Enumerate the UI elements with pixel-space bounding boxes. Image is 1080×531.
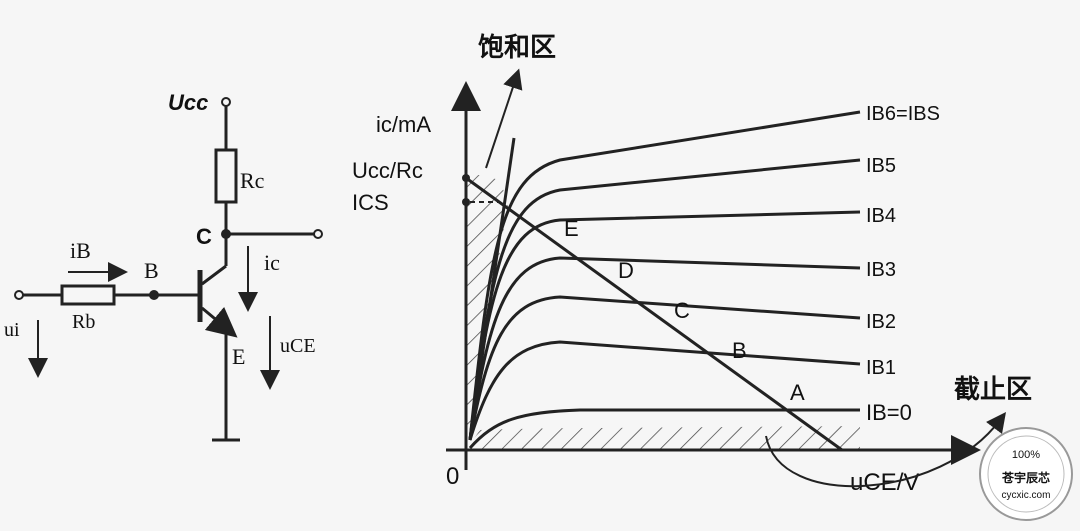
load-line	[465, 176, 843, 452]
watermark-site: cycxic.com	[1002, 490, 1051, 501]
curve-ib1	[468, 340, 861, 441]
y-mark-ics: ICS	[352, 190, 389, 215]
point-c: C	[674, 298, 690, 323]
output-terminal	[313, 229, 323, 239]
ucc-terminal	[221, 97, 231, 107]
y-axis-label: ic/mA	[376, 112, 431, 137]
watermark-name: 苍宇辰芯	[1001, 470, 1050, 485]
saturation-label: 饱和区	[478, 32, 556, 62]
cutoff-label: 截止区	[954, 374, 1032, 404]
curve-label-ib2: IB2	[866, 311, 896, 333]
rb-resistor	[60, 284, 116, 306]
curve-label-ib1: IB1	[866, 357, 896, 379]
point-b: B	[732, 338, 747, 363]
ics-dot	[462, 198, 470, 206]
node-b-dot	[149, 290, 159, 300]
curve-label-ib3: IB3	[866, 259, 896, 281]
cutoff-arrow	[765, 412, 1007, 488]
watermark-seal: 100% 苍宇辰芯 cycxic.com	[979, 427, 1073, 521]
node-e-label: E	[232, 344, 245, 369]
transistor-collector	[201, 264, 227, 286]
point-d: D	[618, 258, 634, 283]
ib-label: iB	[70, 238, 91, 263]
rb-label: Rb	[72, 311, 95, 333]
cutoff-region	[466, 426, 860, 450]
curve-ib4	[468, 210, 861, 441]
watermark-percent: 100%	[1012, 449, 1040, 461]
curve-label-ib6: IB6=IBS	[866, 103, 940, 125]
transistor-emitter	[201, 306, 238, 338]
curve-label-ib5: IB5	[866, 155, 896, 177]
ucc-label: Ucc	[168, 90, 208, 115]
uce-label: uCE	[280, 335, 316, 357]
curve-label-ib4: IB4	[866, 205, 896, 227]
output-characteristics: ic/mA Ucc/Rc ICS 0 uCE/V IB6=IBS IB5 IB4…	[352, 32, 1032, 496]
saturation-arrow	[485, 68, 523, 169]
point-a: A	[790, 380, 805, 405]
circuit: Ucc Rc C E Rb B iB ui	[4, 90, 323, 442]
curve-ib2	[468, 295, 861, 441]
x-axis-label: uCE/V	[850, 469, 919, 496]
ui-label: ui	[4, 319, 20, 341]
input-terminal	[14, 290, 24, 300]
rc-resistor	[214, 148, 238, 204]
y-mark-ucc-rc: Ucc/Rc	[352, 158, 423, 183]
load-line-top-dot	[462, 174, 470, 182]
rc-label: Rc	[240, 168, 265, 193]
point-e: E	[564, 216, 579, 241]
curve-ib3	[468, 256, 861, 441]
origin-label: 0	[446, 463, 459, 490]
ic-label: ic	[264, 250, 280, 275]
node-c-label: C	[196, 224, 212, 249]
curve-label-ib0: IB=0	[866, 400, 912, 425]
node-b-label: B	[144, 258, 159, 283]
curve-ib0	[468, 408, 860, 449]
